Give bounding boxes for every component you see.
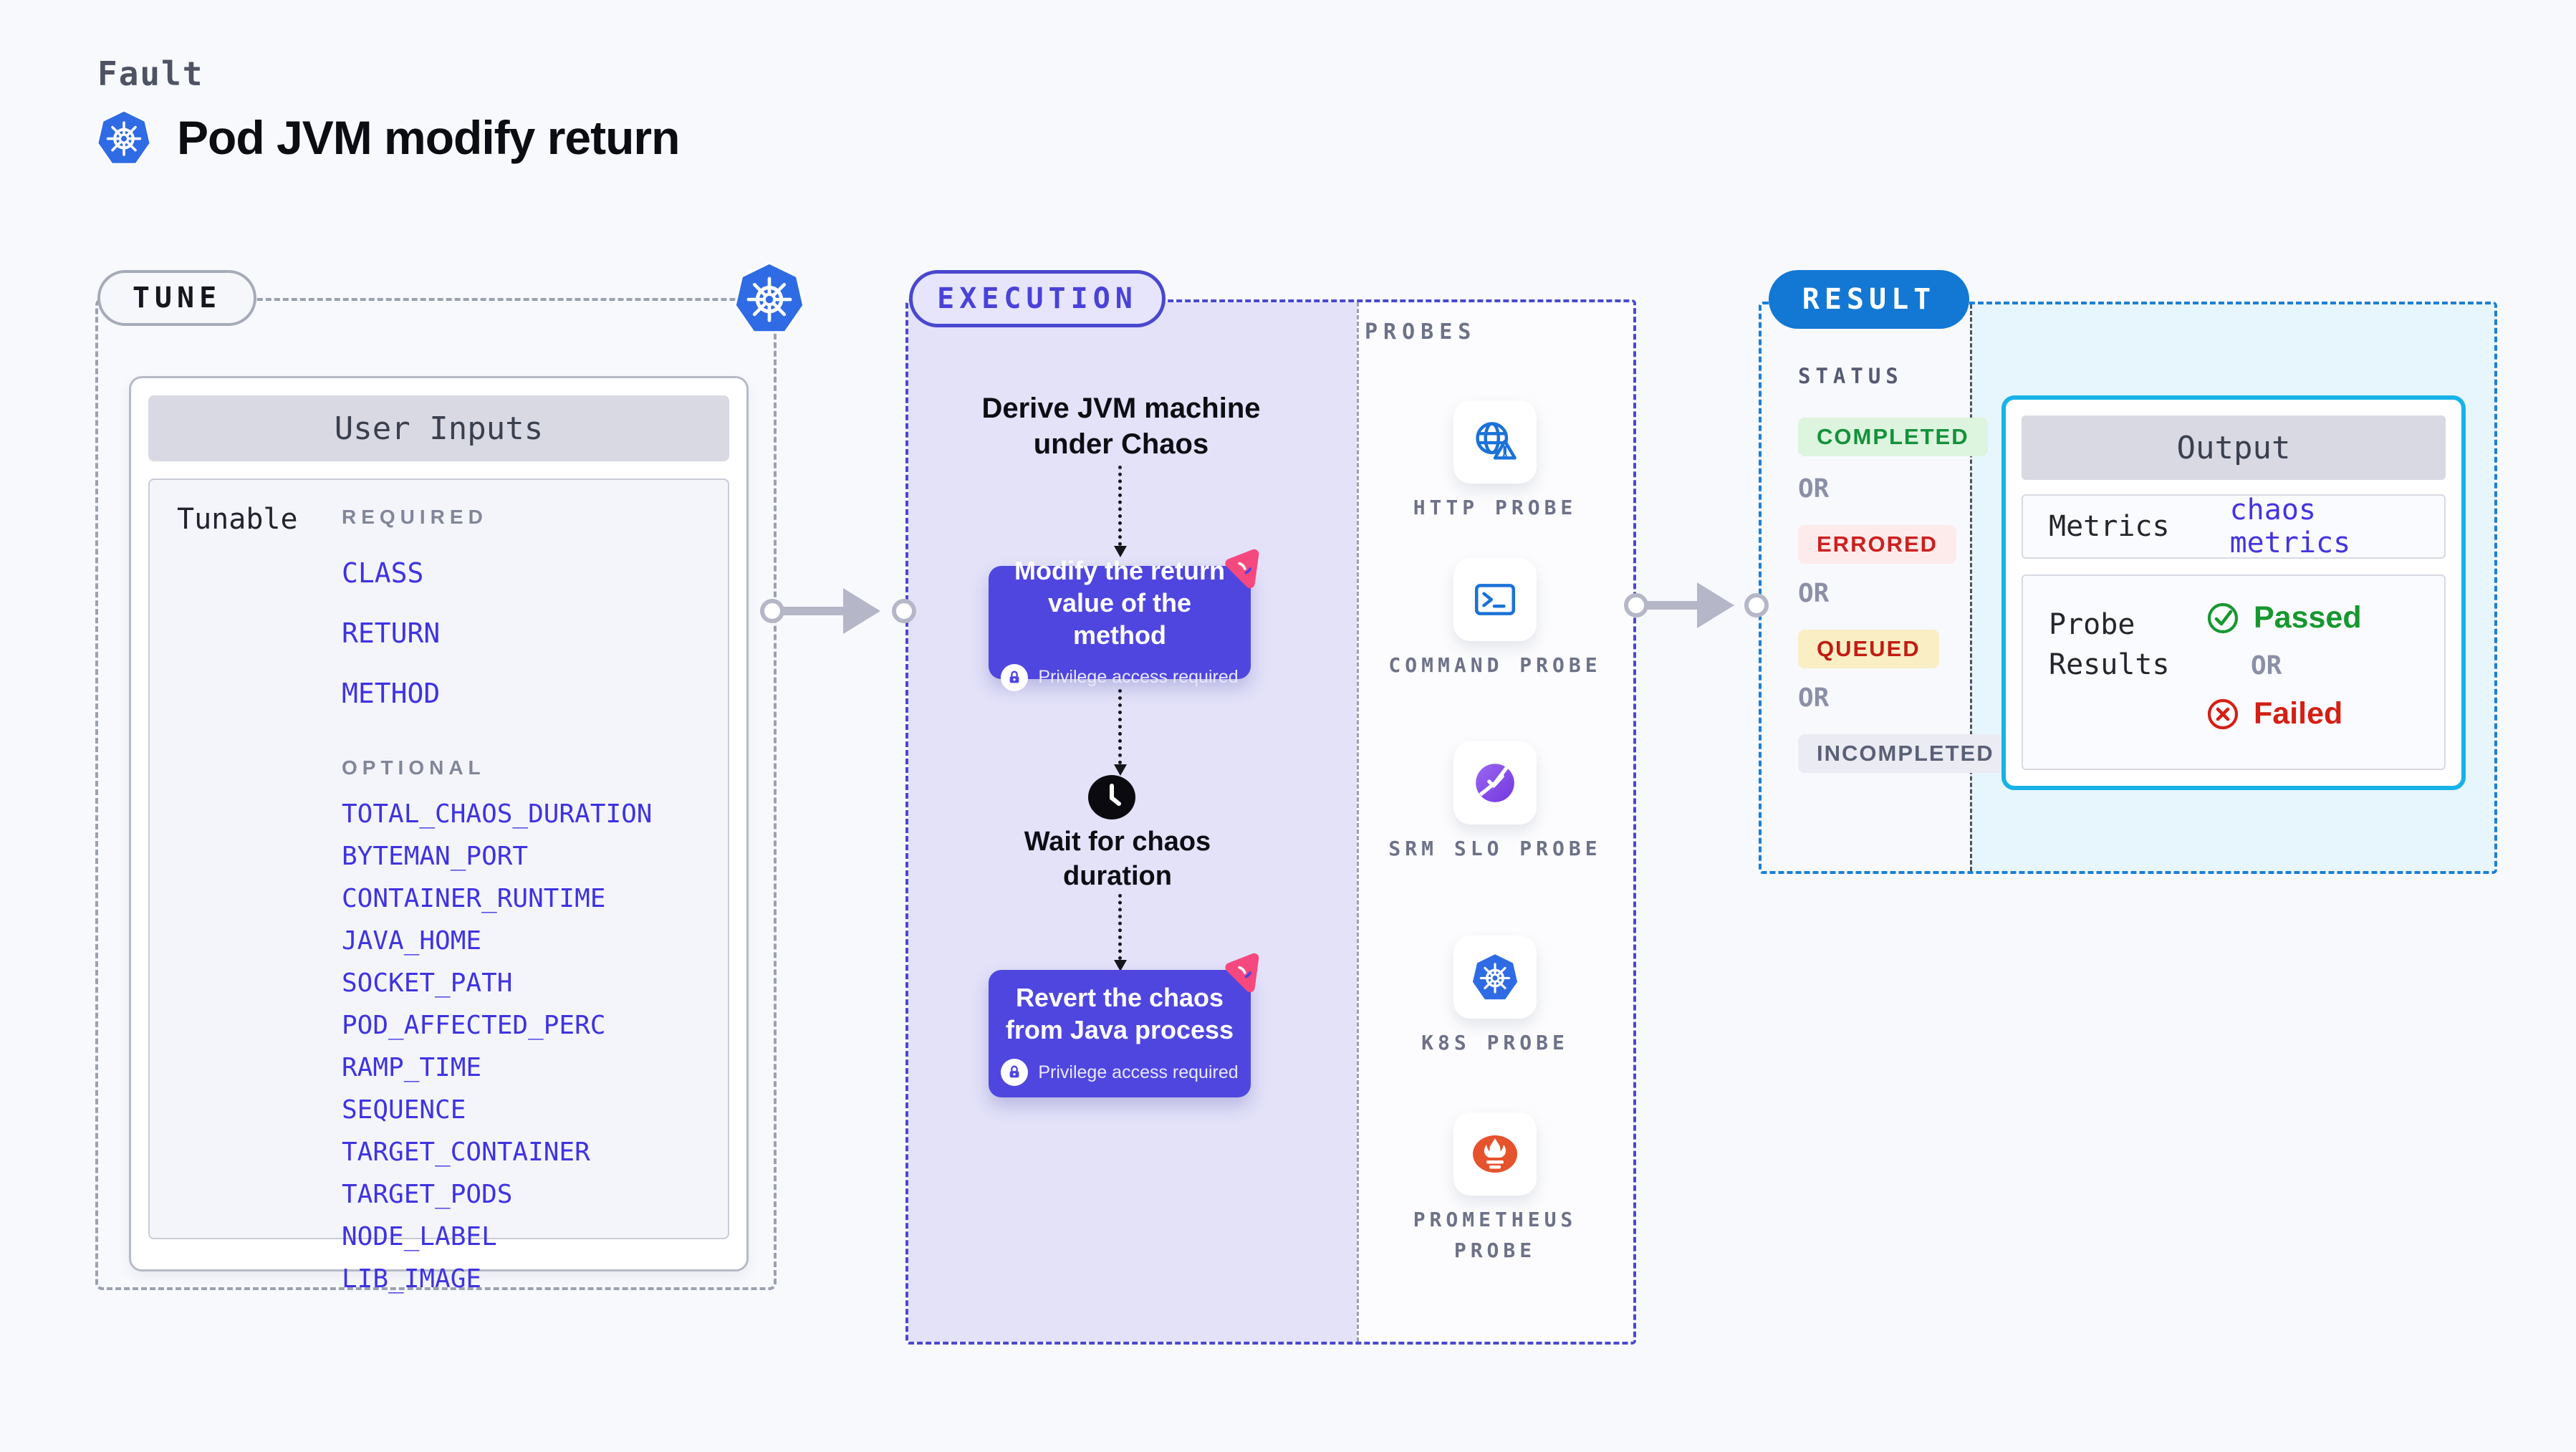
tunable-item: RAMP_TIME: [342, 1053, 482, 1082]
privilege-note: Privilege access required: [1038, 1062, 1239, 1082]
probe-label: K8S PROBE: [1421, 1031, 1569, 1054]
probe-card-srm-slo: [1453, 741, 1537, 824]
tunable-label: Tunable: [177, 503, 298, 536]
tunable-item: SEQUENCE: [342, 1095, 466, 1125]
probe-results-row: Probe Results Passed OR Failed: [2022, 574, 2446, 770]
tunable-item: SOCKET_PATH: [342, 968, 513, 998]
tunable-item: TARGET_CONTAINER: [342, 1138, 590, 1167]
flow-arrow: [760, 582, 916, 640]
status-badge-errored: ERRORED: [1798, 525, 1957, 564]
tunable-item: RETURN: [342, 617, 441, 649]
chaos-icon: [1219, 951, 1262, 994]
slo-pie-icon: [1471, 759, 1519, 807]
probe-card-k8s: [1453, 936, 1537, 1019]
tunable-item: METHOD: [342, 678, 441, 709]
tune-pill: TUNE: [97, 270, 256, 326]
clock-icon: [1088, 775, 1135, 819]
output-card: Output Metrics chaos metrics Probe Resul…: [2001, 395, 2466, 790]
kubernetes-icon: [732, 261, 807, 335]
user-inputs-header: User Inputs: [148, 395, 729, 461]
passed-label: Passed: [2254, 600, 2362, 635]
probe-card-http: [1453, 400, 1537, 484]
tunable-item: POD_AFFECTED_PERC: [342, 1011, 606, 1040]
tune-section: [95, 298, 777, 1290]
chaos-icon: [1219, 547, 1262, 590]
failed-label: Failed: [2254, 696, 2343, 731]
result-pill: RESULT: [1769, 270, 1969, 329]
or-separator: OR: [2251, 651, 2282, 681]
or-separator: OR: [1798, 683, 1830, 713]
x-circle-icon: [2206, 698, 2239, 731]
probes-label: PROBES: [1365, 319, 1477, 345]
step-revert-label: Revert the chaos from Java process: [1005, 983, 1234, 1044]
tunable-item: JAVA_HOME: [342, 926, 482, 956]
probe-card-command: [1453, 558, 1537, 641]
execution-pill: EXECUTION: [909, 270, 1166, 327]
tunable-item: CLASS: [342, 557, 424, 589]
flow-connector: [1114, 894, 1127, 971]
probe-label: PROMETHEUS PROBE: [1413, 1208, 1577, 1263]
tunable-item: BYTEMAN_PORT: [342, 842, 529, 871]
probe-label: SRM SLO PROBE: [1388, 837, 1602, 860]
status-badge-incompleted: INCOMPLETED: [1798, 734, 2013, 773]
metrics-label: Metrics: [2049, 510, 2170, 543]
user-inputs-card: User Inputs Tunable REQUIRED CLASS RETUR…: [129, 376, 749, 1294]
fault-kicker: Fault: [97, 54, 204, 93]
globe-alert-icon: [1471, 418, 1519, 466]
prometheus-icon: [1470, 1131, 1520, 1177]
tunable-item: TOTAL_CHAOS_DURATION: [342, 799, 653, 829]
probe-label: COMMAND PROBE: [1388, 653, 1602, 677]
or-separator: OR: [1798, 579, 1830, 608]
check-circle-icon: [2206, 602, 2239, 635]
step-modify-box: Modify the return value of the method Pr…: [989, 556, 1251, 691]
metrics-value: chaos metrics: [2229, 494, 2351, 559]
execution-section: [905, 299, 1636, 1345]
probe-label: HTTP PROBE: [1413, 496, 1577, 519]
terminal-icon: [1471, 576, 1519, 623]
step-revert-box: Revert the chaos from Java process Privi…: [989, 970, 1251, 1097]
lock-icon: [1001, 663, 1029, 691]
tunable-list: Tunable REQUIRED CLASS RETURN METHOD OPT…: [148, 479, 729, 1294]
execution-panel: [908, 302, 1357, 1342]
kubernetes-icon: [1470, 952, 1520, 1002]
or-separator: OR: [1798, 474, 1830, 504]
tunable-item: LIB_IMAGE: [342, 1264, 482, 1294]
probe-results-label: Probe Results: [2049, 608, 2170, 681]
required-label: REQUIRED: [342, 506, 488, 528]
lock-icon: [1001, 1059, 1029, 1086]
probe-card-prometheus: [1453, 1112, 1537, 1196]
step-wait: Wait for chaos duration: [1024, 827, 1211, 891]
output-header: Output: [2022, 415, 2446, 480]
page-title: Pod JVM modify return: [177, 111, 680, 164]
tunable-item: TARGET_PODS: [342, 1180, 513, 1209]
tunable-item: NODE_LABEL: [342, 1222, 497, 1251]
tunable-item: CONTAINER_RUNTIME: [342, 884, 606, 913]
flow-arrow: [1624, 577, 1769, 634]
flow-connector: [1114, 689, 1127, 776]
step-derive: Derive JVM machine under Chaos: [981, 393, 1261, 460]
optional-label: OPTIONAL: [342, 756, 486, 779]
status-badge-completed: COMPLETED: [1798, 418, 1988, 456]
status-badge-queued: QUEUED: [1798, 630, 1939, 668]
step-modify-label: Modify the return value of the method: [1014, 555, 1225, 650]
privilege-note: Privilege access required: [1038, 667, 1239, 687]
kubernetes-icon: [95, 109, 153, 166]
flow-connector: [1114, 466, 1127, 557]
status-label: STATUS: [1798, 364, 1903, 388]
metrics-row: Metrics chaos metrics: [2022, 494, 2446, 559]
